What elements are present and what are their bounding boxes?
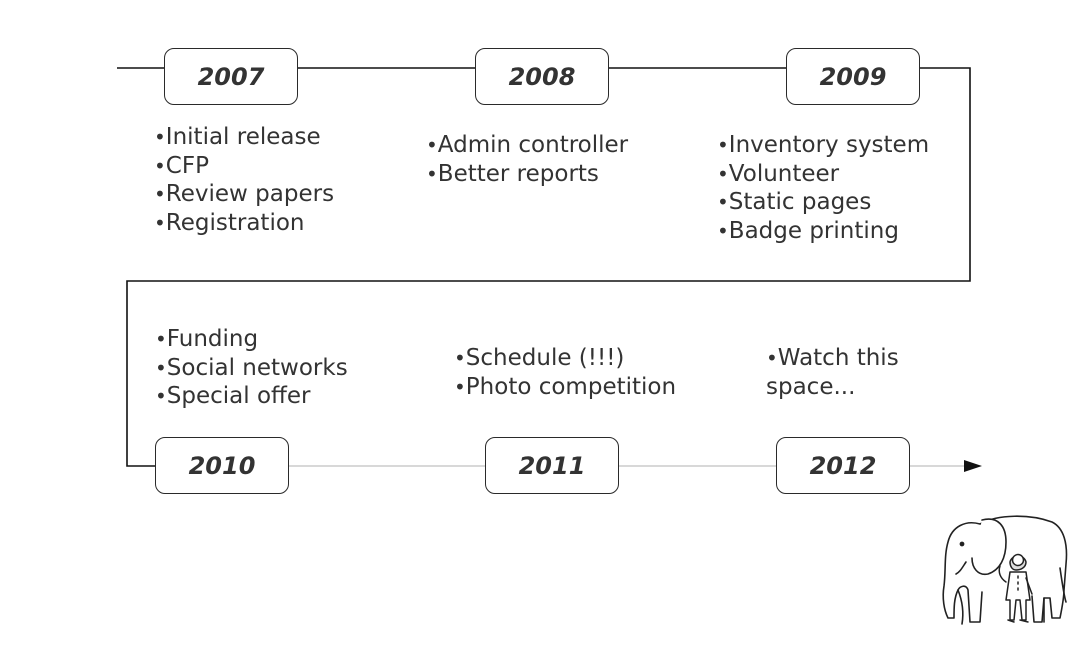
year-box-2007: 2007 — [164, 48, 298, 105]
bullet-list-2009: •Inventory system •Volunteer •Static pag… — [717, 131, 929, 246]
list-item: •Volunteer — [717, 160, 840, 187]
year-box-2011: 2011 — [485, 437, 619, 494]
arrow-head-icon — [964, 460, 982, 472]
list-item: •Review papers — [154, 181, 335, 208]
list-item: •CFP — [154, 152, 209, 179]
year-label: 2011 — [518, 451, 586, 480]
list-item: •Social networks — [155, 354, 348, 381]
year-box-2008: 2008 — [475, 48, 609, 105]
year-label: 2007 — [197, 62, 265, 91]
list-item: •Better reports — [426, 160, 599, 187]
year-box-2009: 2009 — [786, 48, 920, 105]
list-item: •Registration — [154, 210, 305, 237]
year-label: 2009 — [819, 62, 887, 91]
year-box-2012: 2012 — [776, 437, 910, 494]
year-box-2010: 2010 — [155, 437, 289, 494]
list-item: •Admin controller — [426, 132, 629, 158]
list-item: •Schedule (!!!) — [454, 345, 625, 371]
list-item: •Watch this space... — [766, 345, 899, 400]
bullet-list-2011: •Schedule (!!!) •Photo competition — [454, 344, 676, 401]
bullet-list-2007: •Initial release •CFP •Review papers •Re… — [154, 123, 334, 238]
list-item: •Photo competition — [454, 373, 677, 400]
list-item: •Inventory system — [717, 132, 930, 158]
year-label: 2008 — [508, 62, 576, 91]
list-item: •Special offer — [155, 383, 311, 410]
year-label: 2012 — [809, 451, 877, 480]
bullet-list-2010: •Funding •Social networks •Special offer — [155, 325, 348, 411]
elephant-with-person-icon — [942, 515, 1068, 625]
bullet-list-2008: •Admin controller •Better reports — [426, 131, 628, 188]
list-item: •Funding — [155, 326, 259, 352]
year-label: 2010 — [188, 451, 256, 480]
list-item: •Badge printing — [717, 218, 899, 245]
list-item: •Static pages — [717, 189, 872, 216]
bullet-list-2012: •Watch this space... — [766, 344, 926, 401]
list-item: •Initial release — [154, 124, 321, 150]
